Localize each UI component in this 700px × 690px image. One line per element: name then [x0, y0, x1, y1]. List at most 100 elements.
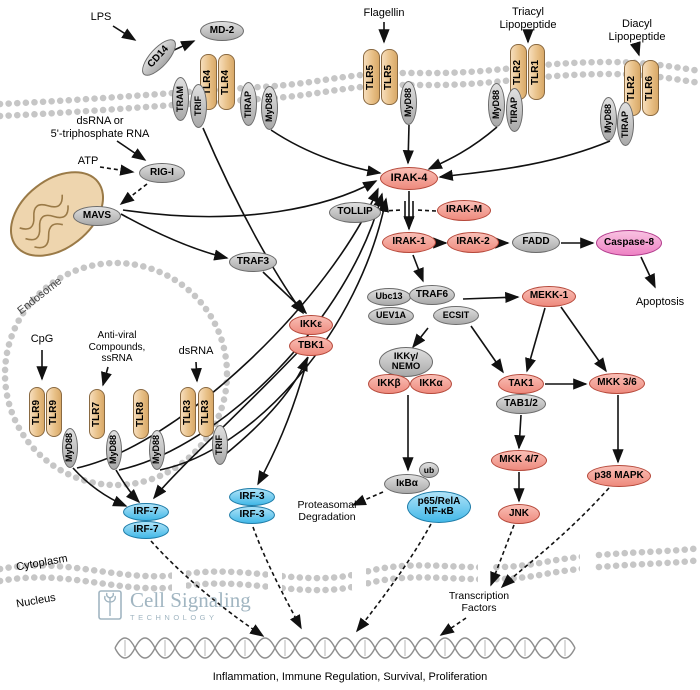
inhibition-marks [381, 201, 437, 219]
label: TLR3 [199, 399, 211, 425]
cell-signaling-logo: Cell Signaling TECHNOLOGY [98, 588, 251, 622]
label-antiviral: Anti-viral Compounds, ssRNA [88, 330, 146, 364]
label: TLR8 [134, 401, 146, 427]
label: TLR7 [90, 401, 102, 427]
label: TLR1 [530, 59, 542, 85]
bottom-caption: Inflammation, Immune Regulation, Surviva… [212, 671, 488, 683]
protein-trif: TRIF [190, 84, 207, 128]
protein-myd88: MyD88 [600, 97, 617, 141]
label: TLR6 [644, 75, 656, 101]
protein-traf3: TRAF3 [229, 252, 277, 272]
dna-helix-icon [114, 637, 576, 659]
receptor-tlr6: TLR6 [642, 60, 659, 116]
protein-irf7: IRF-7 [123, 521, 169, 539]
label-apoptosis: Apoptosis [635, 296, 685, 308]
receptor-tlr3: TLR3 [198, 387, 214, 437]
protein-irakm: IRAK-M [437, 200, 491, 221]
receptor-tlr7: TLR7 [89, 389, 105, 439]
protein-ikkb: IKKβ [368, 374, 410, 394]
receptor-tlr4: TLR4 [218, 54, 235, 110]
protein-irf3: IRF-3 [229, 488, 275, 506]
receptor-tlr3: TLR3 [180, 387, 196, 437]
logo-name: Cell Signaling [130, 588, 251, 612]
protein-jnk: JNK [498, 504, 540, 524]
label-dsrna-rig: dsRNA or 5'-triphosphate RNA [50, 115, 150, 140]
label: TRIF [192, 96, 203, 116]
protein-mkk47: MKK 4/7 [491, 450, 547, 471]
signal-arrows [36, 22, 656, 507]
protein-mkk36: MKK 3/6 [589, 373, 645, 394]
protein-mekk1: MEKK-1 [522, 286, 576, 307]
receptor-tlr8: TLR8 [133, 389, 149, 439]
label: TLR5 [365, 64, 377, 90]
label: TLR2 [512, 59, 524, 85]
protein-tab12: TAB1/2 [496, 394, 546, 414]
protein-myd88: MyD88 [106, 430, 122, 470]
label: MyD88 [151, 435, 162, 465]
label-lps: LPS [90, 11, 112, 23]
label: TIRAP [508, 96, 519, 124]
protein-ikba: IκBα [384, 474, 430, 494]
label: TRAM [174, 86, 185, 112]
receptor-tlr5: TLR5 [363, 49, 380, 105]
label: MyD88 [263, 93, 274, 123]
protein-irak4: IRAK-4 [380, 167, 438, 190]
label: TIRAP [242, 90, 253, 118]
label-proteasomal-degradation: Proteasomal Degradation [297, 499, 357, 524]
protein-p38: p38 MAPK [587, 465, 651, 487]
protein-irf7: IRF-7 [123, 503, 169, 521]
label: TIRAP [619, 110, 630, 138]
label: TLR2 [626, 75, 638, 101]
receptor-tlr9: TLR9 [46, 387, 62, 437]
endosome-membrane-icon [1, 259, 231, 489]
label-atp: ATP [77, 155, 99, 167]
logo-subtitle: TECHNOLOGY [130, 613, 218, 622]
protein-irak1: IRAK-1 [382, 232, 436, 253]
label: MyD88 [108, 435, 119, 465]
protein-nfkb: p65/RelA NF-κB [407, 491, 471, 523]
protein-ikka: IKKα [410, 374, 452, 394]
label: TLR9 [30, 399, 42, 425]
protein-ecsit: ECSIT [433, 306, 479, 325]
protein-mavs: MAVS [73, 206, 121, 226]
logo-tree-icon [98, 590, 122, 620]
protein-irak2: IRAK-2 [447, 232, 499, 253]
protein-caspase8: Caspase-8 [596, 230, 662, 256]
plasma-membrane-icon [0, 58, 700, 120]
nuclear-membrane-icon [0, 542, 700, 598]
label: TLR9 [47, 399, 59, 425]
label: TLR5 [383, 64, 395, 90]
dashed-arrows [99, 164, 610, 637]
receptor-tlr5: TLR5 [381, 49, 398, 105]
label-flagellin: Flagellin [363, 7, 405, 19]
label: MyD88 [490, 90, 501, 120]
protein-irf3: IRF-3 [229, 506, 275, 524]
label: MyD88 [602, 104, 613, 134]
protein-nemo: IKKγ/ NEMO [379, 347, 433, 377]
protein-md2: MD-2 [200, 21, 244, 41]
label-dsrna-endosome: dsRNA [178, 345, 214, 357]
protein-myd88: MyD88 [488, 83, 505, 127]
protein-trif: TRIF [212, 425, 228, 465]
protein-myd88: MyD88 [400, 81, 417, 125]
protein-myd88: MyD88 [62, 428, 78, 468]
label: MyD88 [64, 433, 75, 463]
protein-tirap: TIRAP [506, 88, 523, 132]
protein-tak1: TAK1 [498, 374, 544, 394]
protein-tollip: TOLLIP [329, 202, 381, 223]
protein-rigi: RIG-I [139, 163, 185, 183]
protein-fadd: FADD [512, 232, 560, 253]
label-cpg: CpG [30, 333, 54, 345]
protein-tirap: TIRAP [617, 102, 634, 146]
receptor-tlr1: TLR1 [528, 44, 545, 100]
label-diacyl-lipopeptide: Diacyl Lipopeptide [608, 18, 666, 43]
protein-uev1a: UEV1A [368, 307, 414, 325]
protein-myd88: MyD88 [149, 430, 165, 470]
label: TRIF [214, 435, 225, 455]
label-triacyl-lipopeptide: Triacyl Lipopeptide [499, 6, 557, 31]
label: TLR3 [181, 399, 193, 425]
protein-tirap: TIRAP [240, 82, 257, 126]
protein-ubc13: Ubc13 [367, 288, 411, 306]
